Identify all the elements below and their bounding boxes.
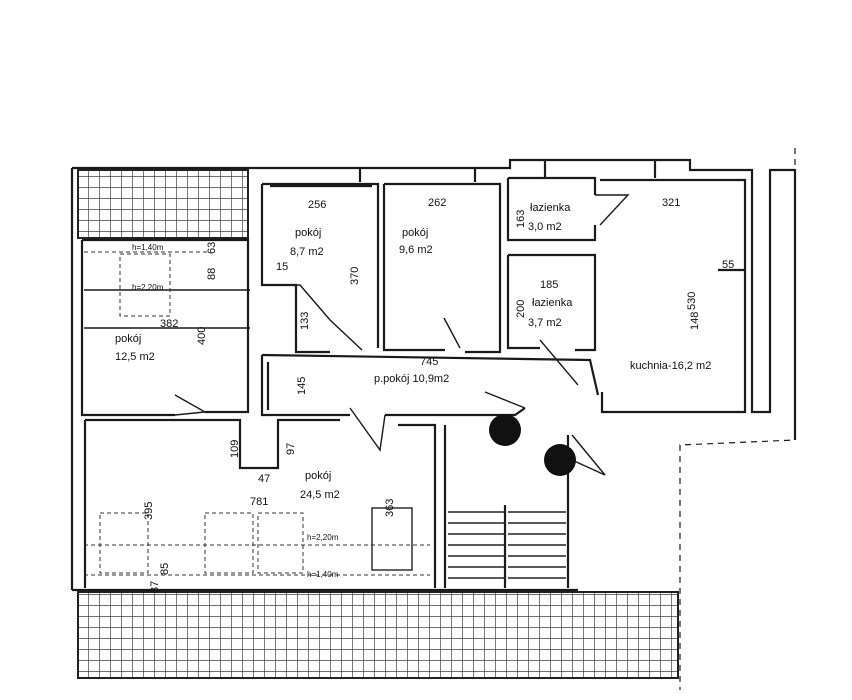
dimension-label: 163	[515, 210, 527, 228]
room-area: 24,5 m2	[300, 489, 340, 501]
dimension-label: 148	[689, 312, 701, 330]
dimension-label: 781	[250, 496, 268, 508]
column	[544, 444, 576, 476]
dimension-label: 395	[143, 502, 155, 520]
room-area: 3,0 m2	[528, 221, 562, 233]
dimension-label: 109	[229, 440, 241, 458]
walls	[70, 148, 797, 690]
room-area: 12,5 m2	[115, 351, 155, 363]
dimension-label: 200	[515, 300, 527, 318]
dimension-label: 400	[196, 327, 208, 345]
column	[489, 414, 521, 446]
dimension-label: 745	[420, 356, 438, 368]
dimension-label: 321	[662, 197, 680, 209]
room-area: 8,7 m2	[290, 246, 324, 258]
dimension-label: 47	[258, 473, 270, 485]
dimension-label: 63	[206, 242, 218, 254]
height-label: h=2,20m	[307, 533, 339, 542]
dimension-label: 88	[206, 268, 218, 280]
dimension-label: 256	[308, 199, 326, 211]
height-labels: h=1,40m h=2,20m h=2,20m h=1,40m	[132, 243, 339, 579]
room-name: łazienka	[530, 202, 571, 214]
dimension-label: 85	[159, 563, 171, 575]
room-area: 3,7 m2	[528, 317, 562, 329]
dimension-label: 370	[349, 267, 361, 285]
room-area: 9,6 m2	[399, 244, 433, 256]
room-name: p.pokój 10,9m2	[374, 373, 449, 385]
dimension-label: 363	[384, 499, 396, 517]
staircase	[448, 511, 566, 579]
height-label: h=1,40m	[132, 243, 164, 252]
room-name: pokój	[115, 333, 141, 345]
height-label: h=1,40m	[307, 570, 339, 579]
room-name: pokój	[305, 470, 331, 482]
dimension-label: 382	[160, 318, 178, 330]
terrace-top-left	[77, 169, 249, 239]
dimension-label: 15	[276, 261, 288, 273]
dimension-label: 185	[540, 279, 558, 291]
dimension-label: 145	[296, 377, 308, 395]
room-labels: pokój 8,7 m2 pokój 9,6 m2 łazienka 3,0 m…	[115, 202, 711, 501]
dimension-label: 37	[149, 581, 161, 593]
stove	[371, 507, 413, 571]
dimension-label: 530	[686, 292, 698, 310]
dimension-label: 97	[285, 443, 297, 455]
dimension-label: 262	[428, 197, 446, 209]
room-name: pokój	[295, 227, 321, 239]
room-name: łazienka	[532, 297, 573, 309]
dimension-labels: 256 262 321 163 185 200 530 55 148 370 1…	[143, 197, 734, 593]
dimension-label: 55	[722, 259, 734, 271]
room-name: pokój	[402, 227, 428, 239]
terrace-bottom	[77, 591, 679, 679]
room-name: kuchnia-16,2 m2	[630, 360, 711, 372]
dimension-label: 133	[299, 312, 311, 330]
height-label: h=2,20m	[132, 283, 164, 292]
